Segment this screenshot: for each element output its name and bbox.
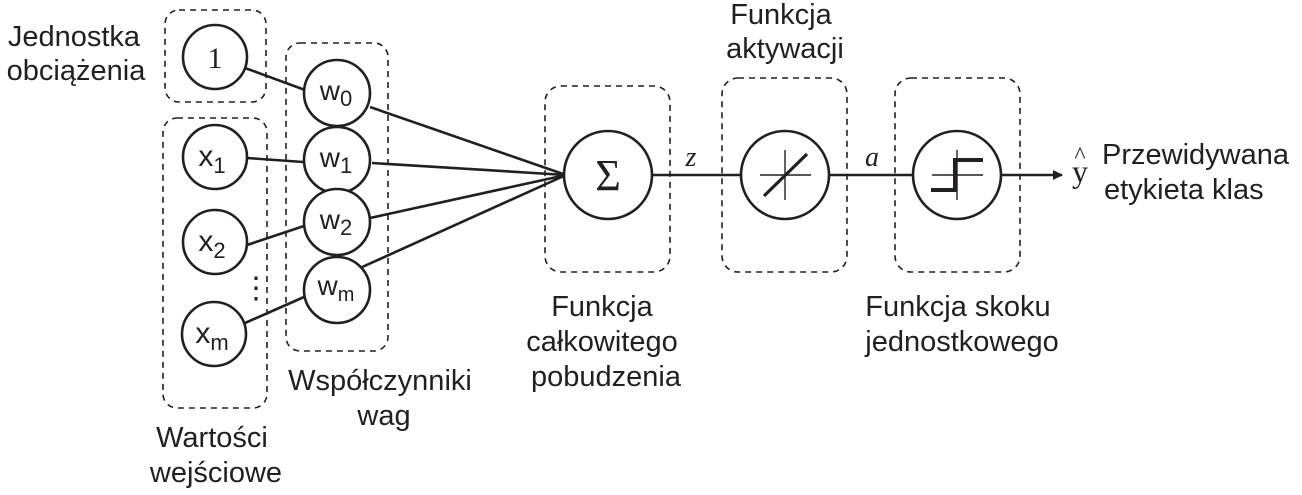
weights-group-box: [285, 42, 389, 352]
bias-node: [181, 23, 249, 91]
step-caption: Funkcja skoku jednostkowego: [864, 291, 1058, 358]
output-caption: Przewidywana etykieta klas: [1102, 139, 1297, 206]
input-ellipsis: ⋮: [241, 272, 271, 305]
x2-label: x2: [198, 225, 225, 263]
edge-w1-sum: [371, 161, 567, 177]
step-function-icon: [931, 150, 983, 200]
edge-w2-sum: [369, 173, 567, 220]
inputs-group-box: [162, 117, 268, 409]
edge-label-a: a: [865, 142, 879, 173]
edge-bias-w0: [244, 66, 306, 92]
net-input-group-box: [544, 85, 671, 273]
weight-node-w2: [302, 187, 372, 257]
input-node-x2: [181, 208, 249, 276]
linear-activation-icon: [760, 150, 811, 200]
w1-label: w1: [319, 142, 352, 178]
sum-symbol: Σ: [595, 151, 621, 200]
output-y-hat: y: [1072, 153, 1088, 189]
edge-x1-w1: [246, 156, 304, 164]
inputs-caption: Wartości wejściowe: [149, 422, 282, 489]
edge-w0-sum: [369, 105, 567, 177]
input-node-xm: [180, 300, 248, 368]
edge-wm-sum: [359, 173, 567, 270]
edge-x2-w2: [246, 224, 305, 247]
x1-label: x1: [198, 140, 225, 178]
w0-label: w0: [319, 75, 352, 111]
bias-value: 1: [208, 42, 223, 75]
xm-label: xm: [195, 317, 228, 355]
output-hat-accent: ^: [1074, 143, 1085, 169]
bias-unit-caption: Jednostka obciążenia: [7, 21, 148, 87]
weight-node-wm: [302, 255, 372, 325]
edge-xm-wm: [244, 295, 305, 325]
w2-label: w2: [319, 204, 352, 240]
activation-caption: Funkcja aktywacji: [726, 0, 844, 65]
net-input-caption: Funkcja całkowitego pobudzenia: [526, 291, 686, 393]
input-node-x1: [181, 123, 249, 191]
edge-label-z: z: [685, 142, 697, 173]
bias-group-box: [164, 9, 267, 103]
weights-caption: Współczynniki wag: [288, 365, 480, 432]
sum-node: [562, 129, 654, 221]
wm-label: wm: [317, 270, 355, 306]
